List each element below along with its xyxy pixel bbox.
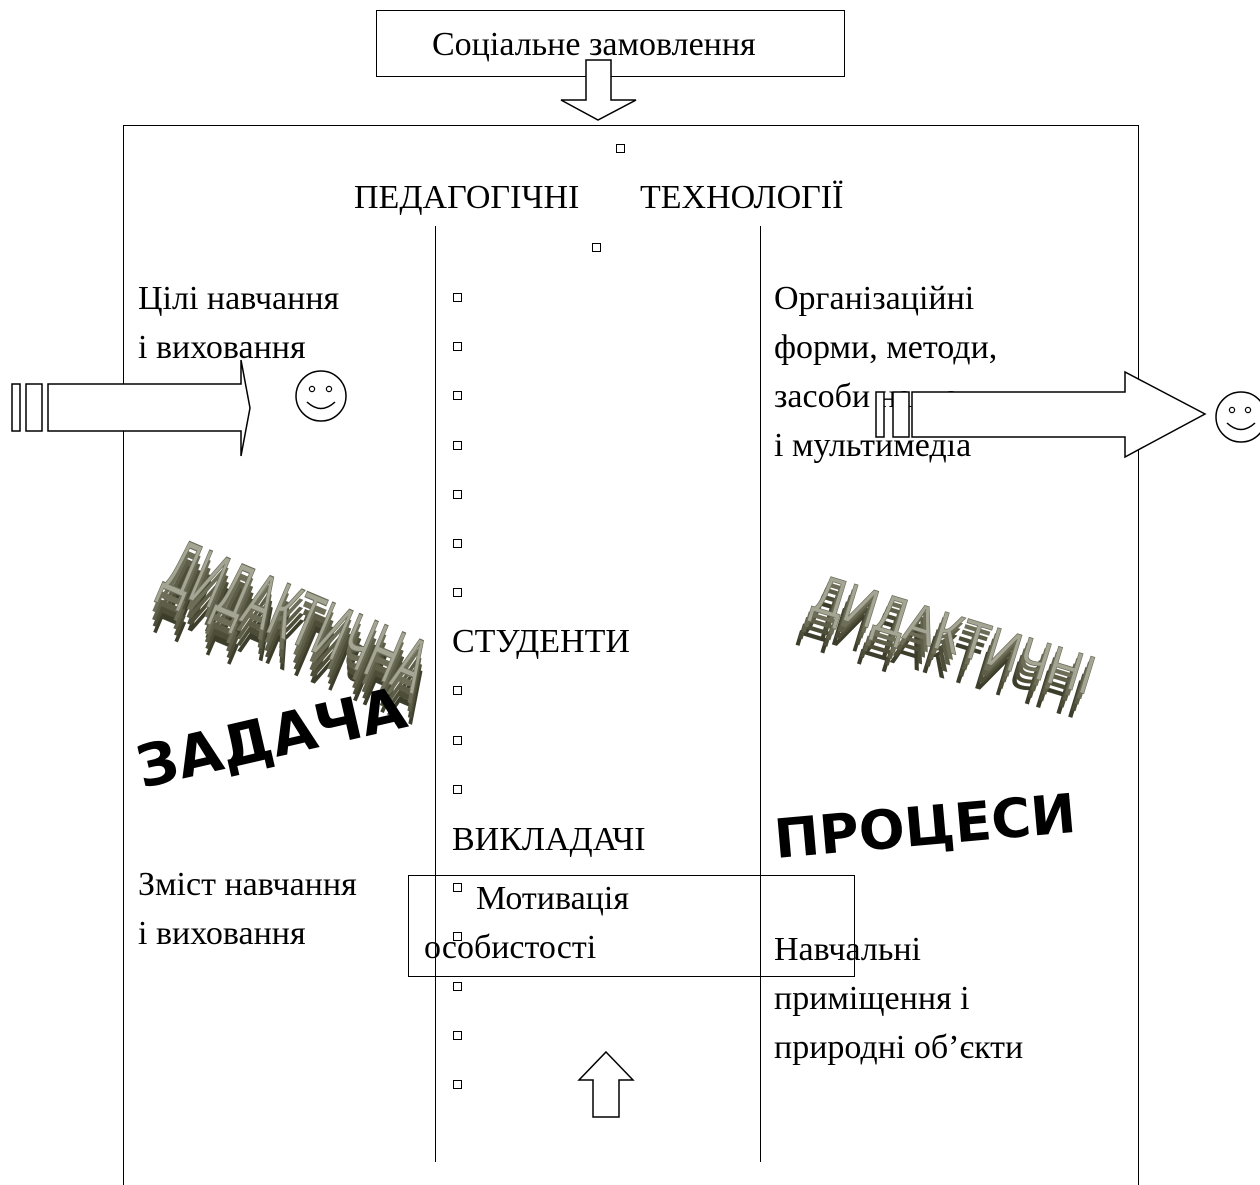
bullet-marker	[453, 883, 462, 892]
bullet-marker	[453, 441, 462, 450]
content-line-2: і виховання	[138, 915, 306, 952]
bullet-marker	[453, 982, 462, 991]
motivation-line-1: Мотивація	[476, 880, 629, 917]
svg-text:ПРОЦЕСИ: ПРОЦЕСИ	[772, 782, 1079, 871]
goals-line-2: і виховання	[138, 329, 306, 366]
bullet-marker	[453, 490, 462, 499]
forms-line-4: і мультимедіа	[774, 427, 972, 464]
wordart-didactic-processes-bottom: ПРОЦЕСИ	[772, 782, 1079, 871]
bullet-marker	[453, 785, 462, 794]
bullet-marker	[592, 243, 601, 252]
bullet-marker	[453, 1080, 462, 1089]
premises-line-1: Навчальні	[774, 931, 922, 968]
bullet-marker	[453, 686, 462, 695]
bullet-marker	[453, 932, 462, 941]
bullet-marker	[453, 391, 462, 400]
title-pedagogical: ПЕДАГОГІЧНІ	[354, 179, 580, 216]
content-line-1: Зміст навчання	[138, 866, 357, 903]
title-technologies: ТЕХНОЛОГІЇ	[640, 179, 844, 216]
wordart-didactic-task-top: ДИДАКТИЧНА ДИДАКТИЧНА ДИДАКТИЧНА ДИДАКТИ…	[151, 523, 441, 741]
main-frame	[123, 125, 1139, 1185]
center-column-right-divider	[760, 226, 761, 1162]
bullet-marker	[453, 736, 462, 745]
goals-line-1: Цілі навчання	[138, 280, 340, 317]
bullet-marker	[453, 1031, 462, 1040]
center-column-left-divider	[435, 226, 436, 1162]
bullet-marker	[453, 539, 462, 548]
wordart-didactic-processes-top: ДИДАКТИЧНІ ДИДАКТИЧНІ ДИДАКТИЧНІ ДИДАКТИ…	[795, 562, 1103, 731]
teachers-label: ВИКЛАДАЧІ	[452, 821, 646, 858]
students-label: СТУДЕНТИ	[452, 623, 630, 660]
premises-line-3: природні об’єкти	[774, 1029, 1024, 1066]
social-order-label: Соціальне замовлення	[432, 26, 756, 63]
premises-line-2: приміщення і	[774, 980, 970, 1017]
smiley-face-icon	[1215, 391, 1260, 443]
bullet-marker	[453, 588, 462, 597]
bullet-marker	[453, 342, 462, 351]
wordart-didactic-task-bottom: ЗАДАЧА	[130, 674, 413, 802]
forms-line-3: засоби навчання	[774, 378, 1011, 415]
smiley-face-icon	[295, 370, 347, 422]
motivation-line-2: особистості	[424, 929, 597, 966]
bullet-marker	[453, 293, 462, 302]
bullet-marker	[616, 144, 625, 153]
forms-line-2: форми, методи,	[774, 329, 998, 366]
motivation-box	[408, 875, 855, 977]
forms-line-1: Організаційні	[774, 280, 975, 317]
